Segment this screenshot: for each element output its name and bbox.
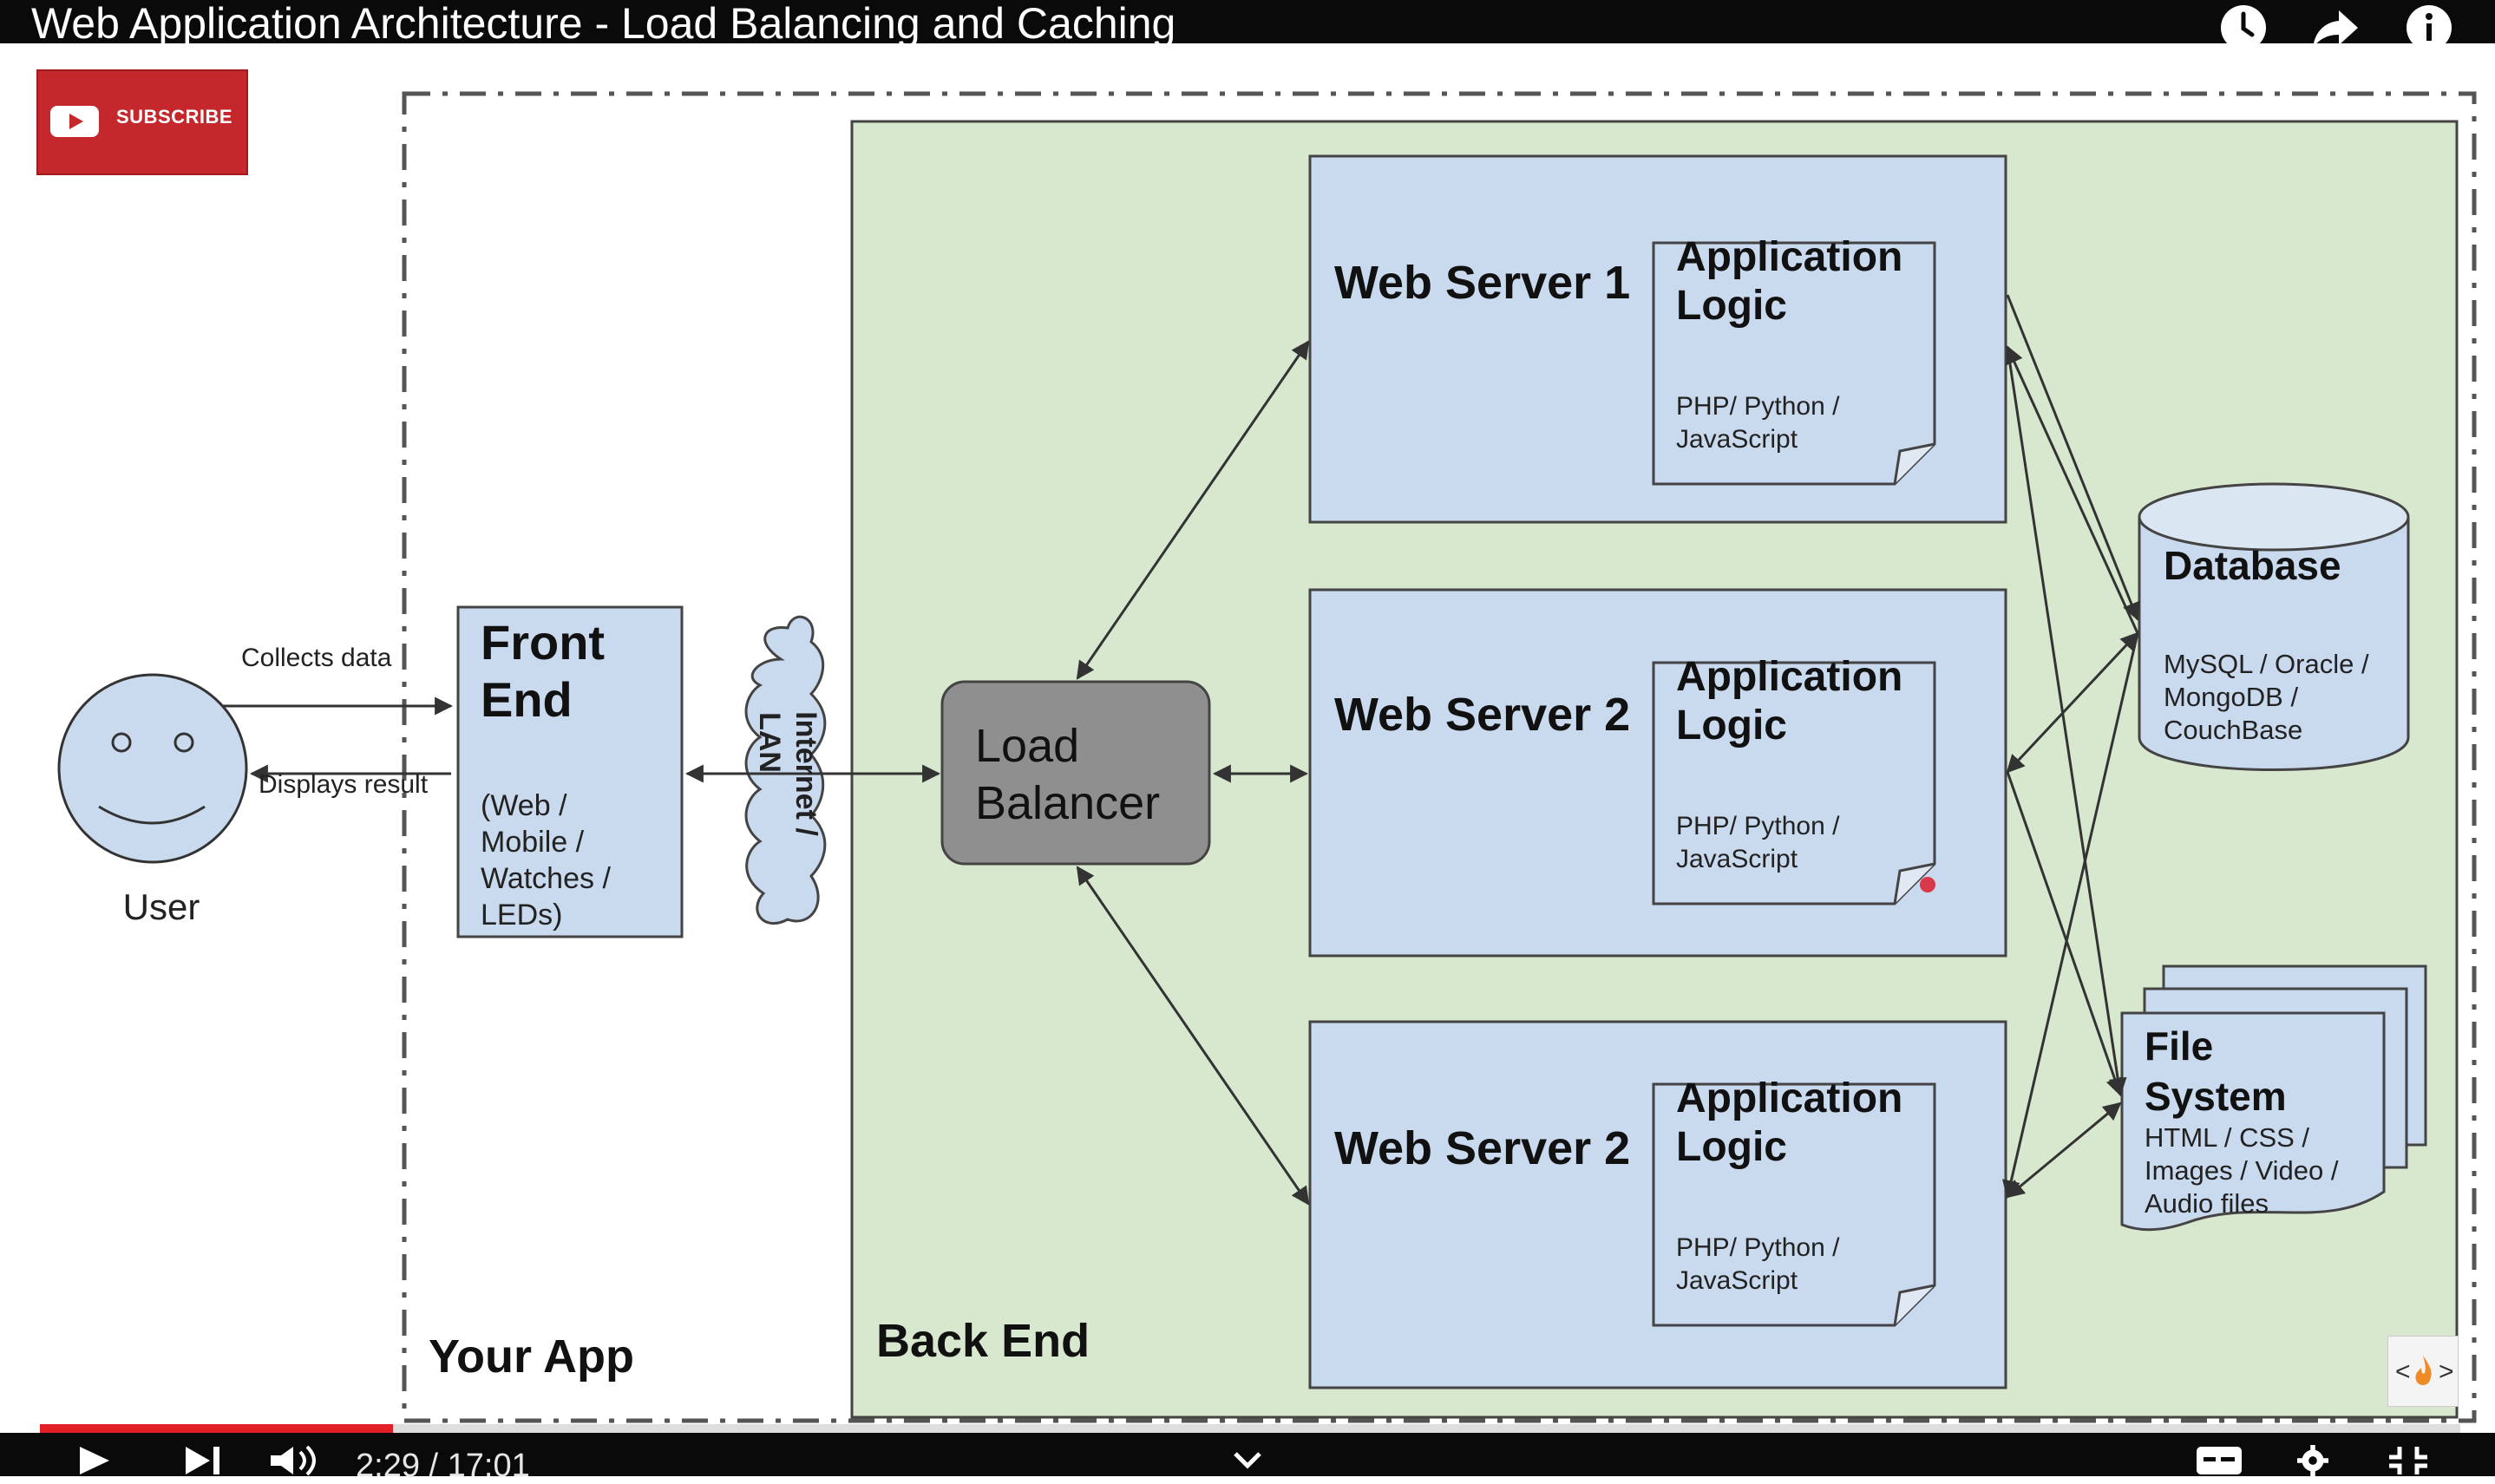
- file-system-desc-line2: Images / Video /: [2145, 1155, 2339, 1186]
- file-system-desc-line3: Audio files: [2145, 1188, 2269, 1219]
- user-label: User: [123, 886, 200, 927]
- app-lang-2-line2: JavaScript: [1676, 845, 1798, 873]
- app-logic-1-line1: Application: [1676, 234, 1902, 280]
- front-end-box: [456, 605, 684, 938]
- load-balancer-line2: Balancer: [975, 777, 1160, 829]
- app-lang-3-line1: PHP/ Python /: [1676, 1233, 1840, 1262]
- volume-icon[interactable]: [269, 1445, 324, 1476]
- front-end-desc-line2: Mobile /: [481, 826, 585, 859]
- architecture-diagram: User Collects data Displays result Front…: [57, 91, 2477, 1423]
- channel-watermark[interactable]: < >: [2387, 1336, 2459, 1407]
- fullscreen-exit-icon[interactable]: [2386, 1445, 2431, 1476]
- flame-code-icon: < >: [2395, 1356, 2454, 1386]
- app-logic-note-3: [1652, 1082, 1936, 1327]
- app-lang-3-line2: JavaScript: [1676, 1266, 1798, 1295]
- user-avatar: [57, 673, 248, 864]
- subscribe-button[interactable]: SUBSCRIBE: [36, 69, 248, 175]
- app-lang-1-line2: JavaScript: [1676, 425, 1798, 454]
- app-lang-1-line1: PHP/ Python /: [1676, 392, 1840, 421]
- app-logic-note-2: [1652, 661, 1936, 905]
- database-desc-line2: MongoDB /: [2164, 682, 2298, 712]
- database-desc-line3: CouchBase: [2164, 715, 2302, 745]
- settings-gear-icon[interactable]: [2290, 1445, 2335, 1476]
- your-app-boundary: [402, 91, 2477, 1423]
- displays-result-label: Displays result: [259, 770, 429, 799]
- front-end-desc-line3: Watches /: [481, 862, 611, 895]
- network-label-line1: Internet /: [789, 711, 822, 836]
- front-end-desc-line1: (Web /: [481, 789, 567, 822]
- progress-track[interactable]: [40, 1424, 2460, 1433]
- app-logic-1-line2: Logic: [1676, 283, 1787, 329]
- file-system-line1: File: [2145, 1023, 2213, 1069]
- share-icon[interactable]: [2309, 2, 2361, 54]
- connectors: [222, 294, 2140, 1206]
- front-end-title-line2: End: [481, 672, 573, 727]
- app-logic-3-line2: Logic: [1676, 1124, 1787, 1170]
- collects-data-label: Collects data: [241, 644, 392, 672]
- app-lang-2-line1: PHP/ Python /: [1676, 812, 1840, 840]
- player-controls-bar: [0, 1433, 2495, 1476]
- subscribe-label: SUBSCRIBE: [116, 106, 233, 127]
- video-title[interactable]: Web Application Architecture - Load Bala…: [31, 0, 1176, 48]
- chevron-down-icon[interactable]: [1230, 1445, 1265, 1476]
- web-server-2-label: Web Server 2: [1334, 689, 1630, 741]
- network-label-line2: LAN: [753, 712, 786, 773]
- youtube-logo-icon: [50, 106, 99, 137]
- file-system-line2: System: [2145, 1074, 2287, 1119]
- your-app-label: Your App: [429, 1330, 634, 1383]
- app-logic-3-line1: Application: [1676, 1075, 1902, 1121]
- app-logic-2-line2: Logic: [1676, 703, 1787, 749]
- play-icon[interactable]: [75, 1445, 115, 1476]
- front-end-desc-line4: LEDs): [481, 899, 562, 932]
- web-server-1-label: Web Server 1: [1334, 257, 1630, 309]
- info-icon[interactable]: [2403, 2, 2455, 54]
- captions-icon[interactable]: [2195, 1445, 2243, 1476]
- svg-text:>: >: [2439, 1357, 2454, 1386]
- file-system-desc-line1: HTML / CSS /: [2145, 1122, 2309, 1153]
- load-balancer-box: [940, 680, 1211, 866]
- next-icon[interactable]: [182, 1445, 226, 1476]
- web-server-3-label: Web Server 2: [1334, 1122, 1630, 1174]
- database-desc-line1: MySQL / Oracle /: [2164, 649, 2369, 679]
- back-end-label: Back End: [876, 1315, 1090, 1367]
- database-cylinder: [2138, 482, 2410, 771]
- load-balancer-line1: Load: [975, 720, 1079, 772]
- progress-fill: [40, 1424, 393, 1433]
- app-logic-2-line1: Application: [1676, 654, 1902, 700]
- video-title-bar: [0, 0, 2495, 43]
- front-end-title-line1: Front: [481, 615, 605, 670]
- svg-text:<: <: [2395, 1357, 2411, 1386]
- app-logic-note-1: [1652, 241, 1936, 486]
- database-label: Database: [2164, 543, 2341, 588]
- time-display: 2:29 / 17:01: [356, 1448, 530, 1484]
- watch-later-icon[interactable]: [2217, 2, 2269, 54]
- file-system-stack: [2120, 964, 2427, 1232]
